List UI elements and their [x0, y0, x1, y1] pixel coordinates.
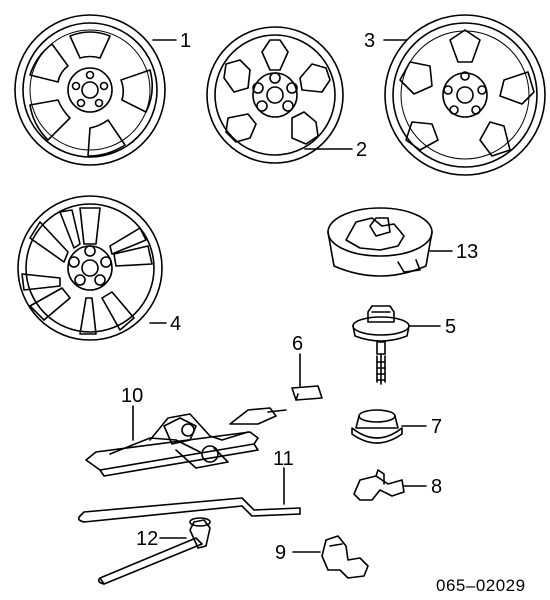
cap-7 [351, 409, 403, 444]
lug-wrench-12 [97, 517, 211, 585]
callout-5: 5 [445, 316, 456, 338]
wheel-2 [206, 26, 344, 164]
hold-down-bolt-5 [352, 305, 410, 385]
pad-6 [291, 385, 323, 401]
bracket-8 [353, 469, 405, 501]
wheel-3 [384, 14, 546, 176]
callout-9: 9 [275, 542, 286, 564]
callout-11: 11 [273, 448, 294, 470]
jack-handle-11 [77, 497, 301, 523]
spare-tray-13 [327, 207, 433, 277]
callout-13: 13 [456, 241, 478, 263]
wheel-1 [14, 14, 166, 166]
callout-2: 2 [356, 139, 367, 161]
callout-8: 8 [431, 476, 442, 498]
callout-12: 12 [136, 528, 158, 550]
wheel-4 [17, 195, 163, 341]
scissor-jack-10 [85, 407, 287, 477]
callout-1: 1 [180, 30, 191, 52]
clip-9 [321, 535, 369, 579]
callout-10: 10 [121, 385, 143, 407]
diagram-code: 065–02029 [436, 576, 526, 595]
callout-4: 4 [170, 313, 181, 335]
callout-6: 6 [292, 333, 303, 355]
callout-3: 3 [364, 30, 375, 52]
callout-7: 7 [431, 416, 442, 438]
